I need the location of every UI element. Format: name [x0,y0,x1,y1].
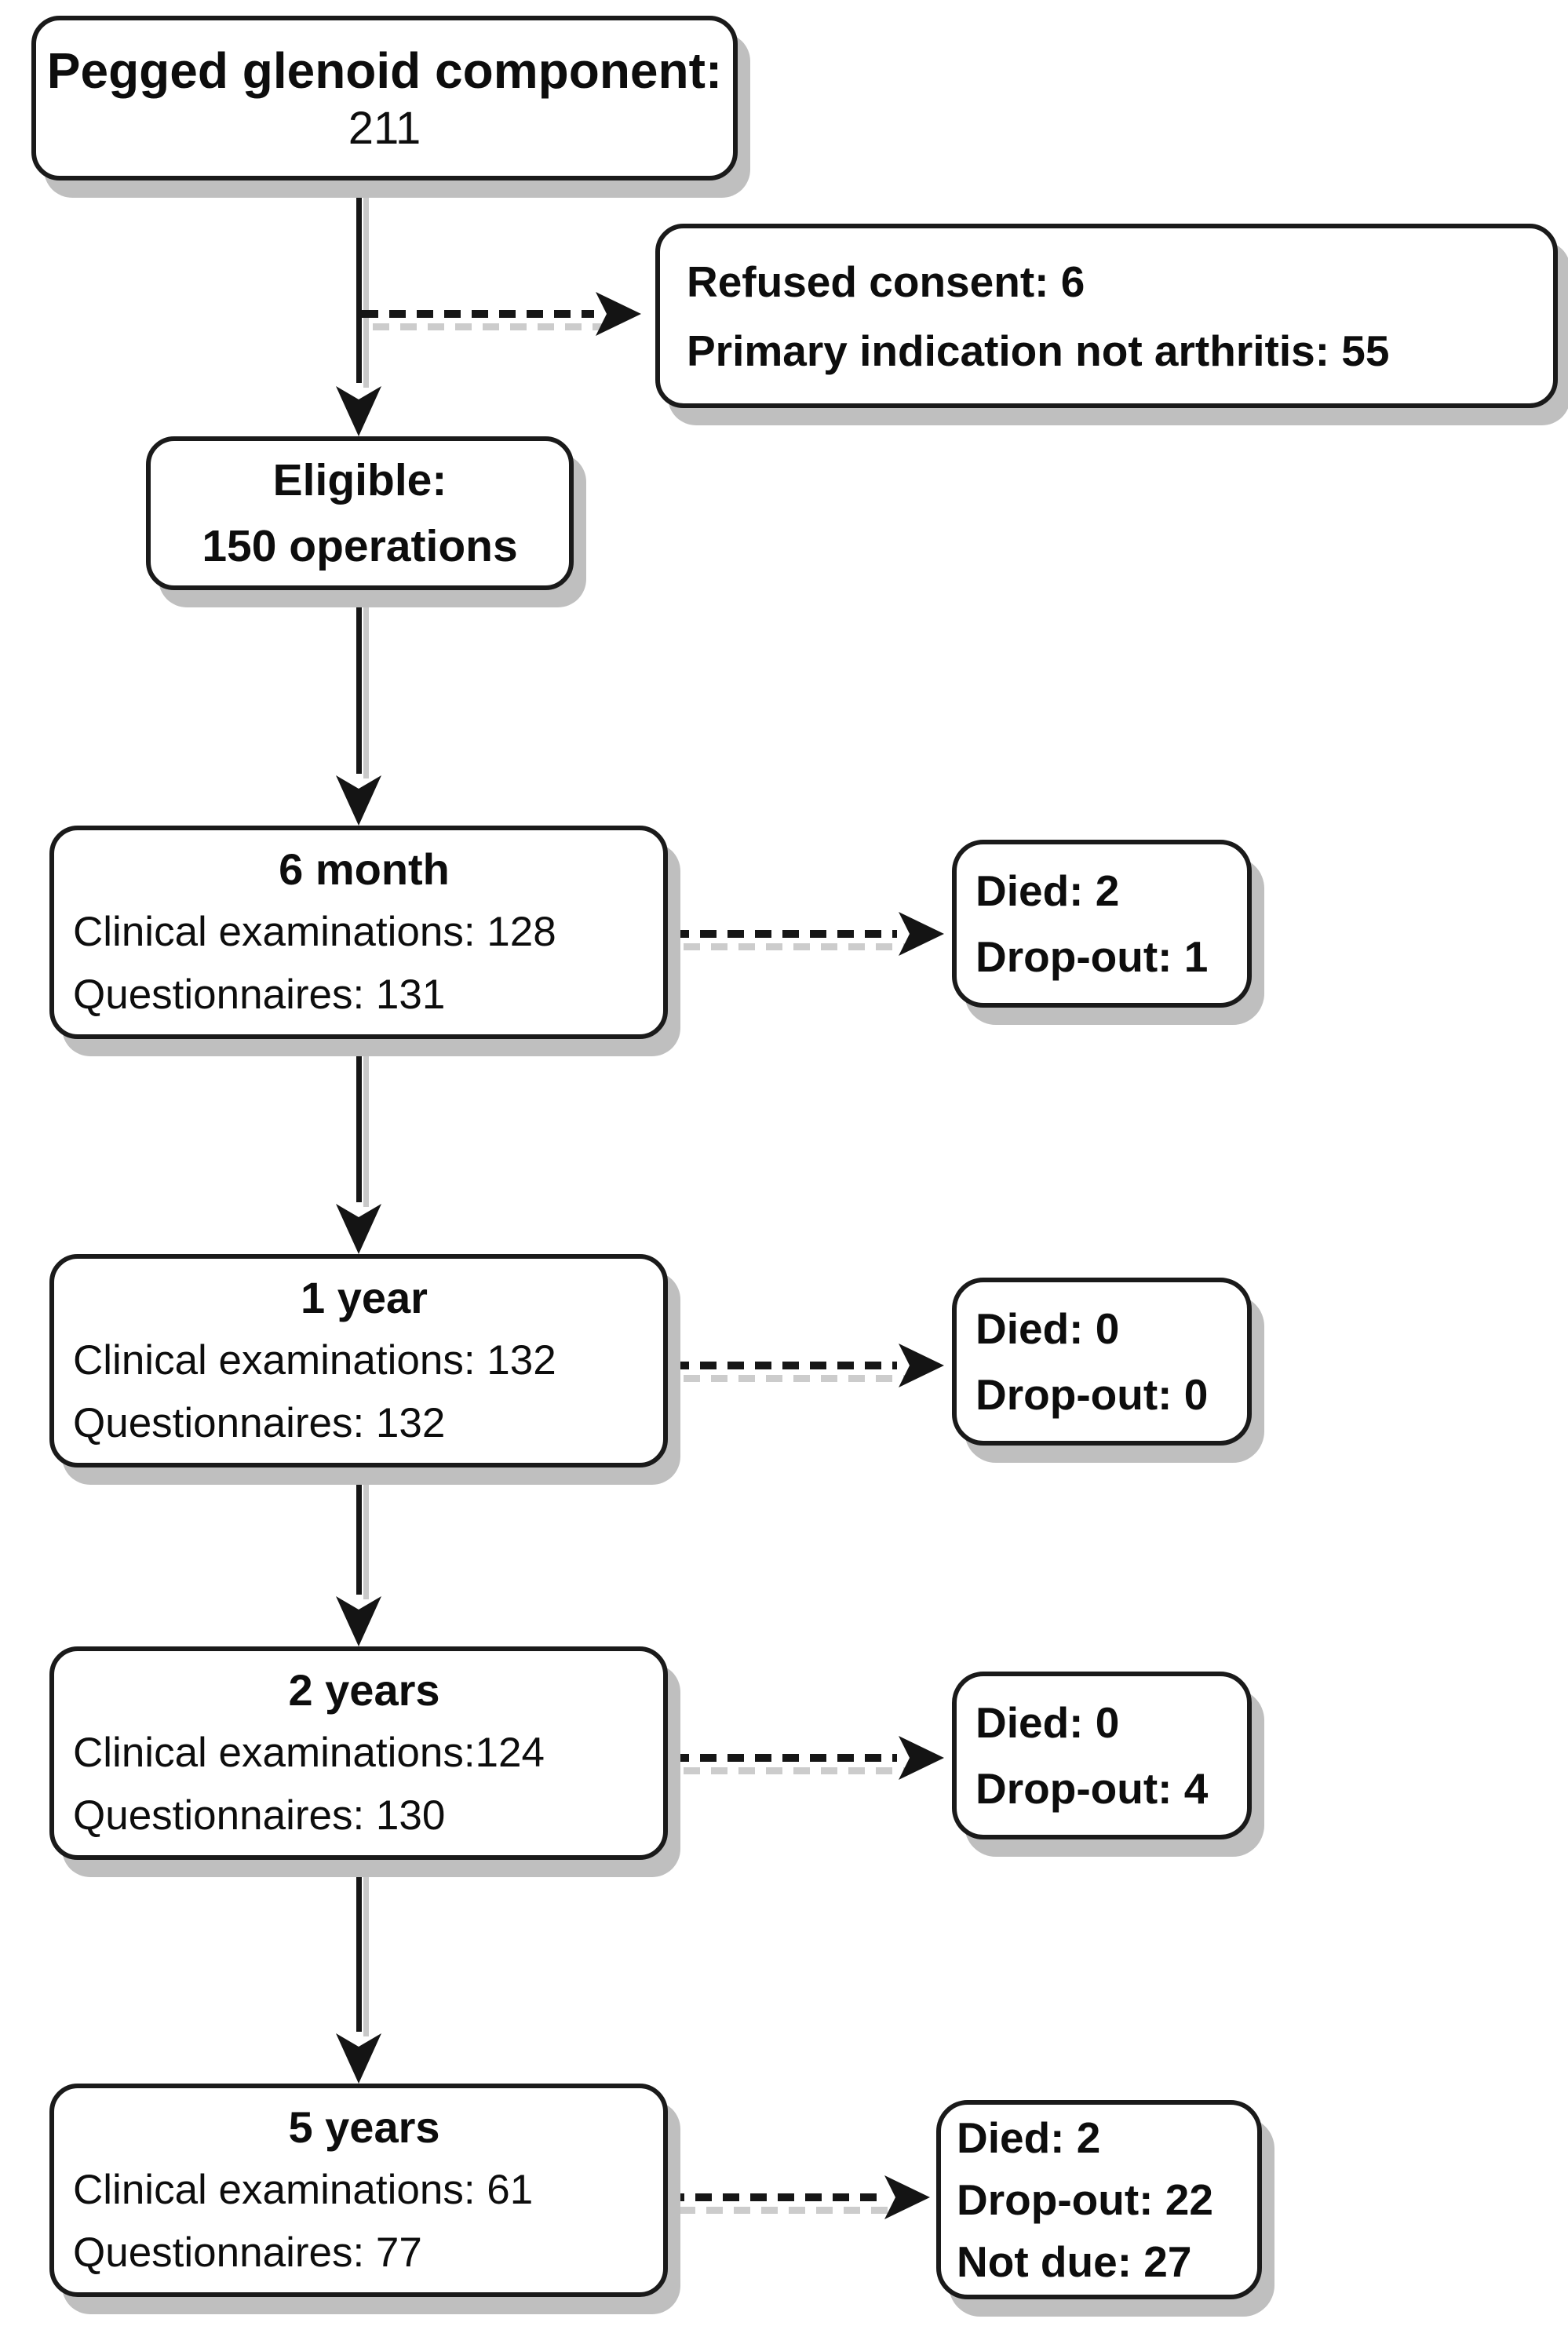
node-count: 150 operations [202,521,518,571]
connector-pegged-to-eligible [356,180,362,383]
dashed-connector-shadow [679,2207,894,2214]
node-6-month: 6 month Clinical examinations: 128 Quest… [49,826,668,1039]
arrow-down-icon [336,386,381,436]
refused-consent-line: Refused consent: 6 [687,257,1085,306]
dashed-connector-to-died-6month [673,930,897,938]
dashed-connector-shadow [373,323,605,330]
stage-title: 2 years [288,1665,440,1715]
clinical-examinations-line: Clinical examinations:124 [73,1730,545,1776]
died-line: Died: 2 [957,2113,1101,2162]
dashed-connector-to-died-5years [668,2193,883,2201]
connector-eligible-to-6month [356,590,362,774]
node-1-year: 1 year Clinical examinations: 132 Questi… [49,1254,668,1468]
dropout-line: Drop-out: 1 [975,932,1209,981]
stage-title: 6 month [279,844,450,894]
questionnaires-line: Questionnaires: 77 [73,2230,422,2276]
arrow-down-icon [336,2033,381,2084]
dropout-line: Drop-out: 0 [975,1370,1209,1419]
not-due-line: Not due: 27 [957,2237,1192,2286]
node-died-dropout-2-years: Died: 0 Drop-out: 4 [952,1672,1252,1839]
clinical-examinations-line: Clinical examinations: 61 [73,2167,534,2213]
questionnaires-line: Questionnaires: 130 [73,1792,446,1839]
node-eligible: Eligible: 150 operations [146,436,574,590]
clinical-examinations-line: Clinical examinations: 128 [73,909,556,955]
died-line: Died: 2 [975,866,1120,915]
dropout-line: Drop-out: 22 [957,2175,1213,2224]
arrow-right-icon [884,2175,930,2219]
node-pegged-glenoid-component: Pegged glenoid component: 211 [31,16,738,180]
arrow-down-icon [336,1596,381,1646]
died-line: Died: 0 [975,1698,1120,1747]
connector-1year-to-2years [356,1468,362,1595]
dashed-connector-to-refused [362,310,594,318]
primary-indication-line: Primary indication not arthritis: 55 [687,326,1390,375]
node-count: 211 [348,103,421,154]
node-died-dropout-6-month: Died: 2 Drop-out: 1 [952,840,1252,1008]
arrow-right-icon [899,912,944,956]
dashed-connector-shadow [684,1767,908,1774]
arrow-right-icon [899,1736,944,1780]
dropout-line: Drop-out: 4 [975,1764,1209,1813]
node-5-years: 5 years Clinical examinations: 61 Questi… [49,2084,668,2297]
questionnaires-line: Questionnaires: 132 [73,1400,446,1446]
arrow-right-icon [596,292,641,336]
node-title: Pegged glenoid component: [46,42,723,99]
arrow-down-icon [336,775,381,826]
node-excluded: Refused consent: 6 Primary indication no… [655,224,1558,408]
node-died-dropout-5-years: Died: 2 Drop-out: 22 Not due: 27 [936,2100,1262,2299]
node-title: Eligible: [272,455,447,505]
node-2-years: 2 years Clinical examinations:124 Questi… [49,1646,668,1860]
connector-2years-to-5years [356,1860,362,2032]
connector-6month-to-1year [356,1039,362,1202]
questionnaires-line: Questionnaires: 131 [73,972,446,1018]
dashed-connector-shadow [684,1375,908,1382]
node-died-dropout-1-year: Died: 0 Drop-out: 0 [952,1278,1252,1446]
dashed-connector-to-died-2years [673,1754,897,1762]
clinical-examinations-line: Clinical examinations: 132 [73,1337,556,1384]
dashed-connector-shadow [684,943,908,950]
died-line: Died: 0 [975,1304,1120,1353]
dashed-connector-to-died-1year [673,1362,897,1369]
arrow-down-icon [336,1204,381,1254]
stage-title: 5 years [288,2102,440,2152]
stage-title: 1 year [301,1273,428,1322]
arrow-right-icon [899,1344,944,1387]
